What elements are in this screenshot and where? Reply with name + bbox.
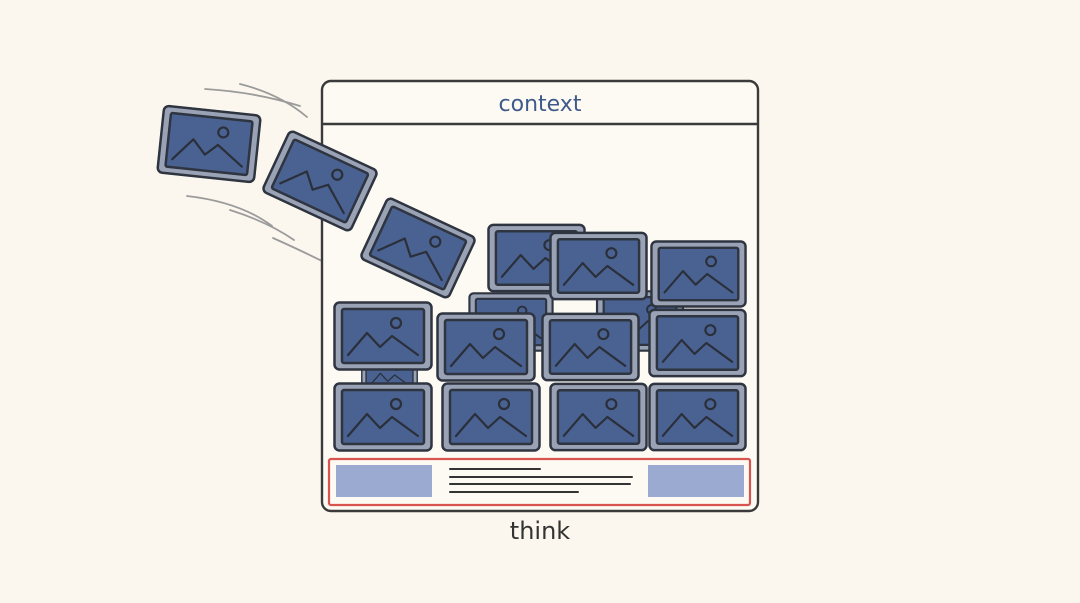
image-icon bbox=[436, 312, 536, 382]
image-icon bbox=[156, 104, 262, 184]
image-icon bbox=[333, 382, 433, 452]
image-icon bbox=[549, 231, 648, 301]
image-icon bbox=[549, 382, 648, 452]
image-icon bbox=[441, 382, 541, 452]
think-strip bbox=[327, 457, 752, 507]
think-strip-text-lines bbox=[449, 468, 633, 493]
image-icon bbox=[648, 308, 747, 378]
image-icon bbox=[650, 240, 747, 308]
think-strip-highlight bbox=[327, 457, 752, 507]
think-label: think bbox=[510, 517, 571, 545]
think-strip-bar-right bbox=[648, 465, 744, 497]
image-icon bbox=[333, 301, 433, 371]
image-icon bbox=[541, 312, 640, 382]
context-label: context bbox=[499, 92, 582, 117]
think-strip-bar-left bbox=[336, 465, 432, 497]
image-icon bbox=[648, 382, 747, 452]
